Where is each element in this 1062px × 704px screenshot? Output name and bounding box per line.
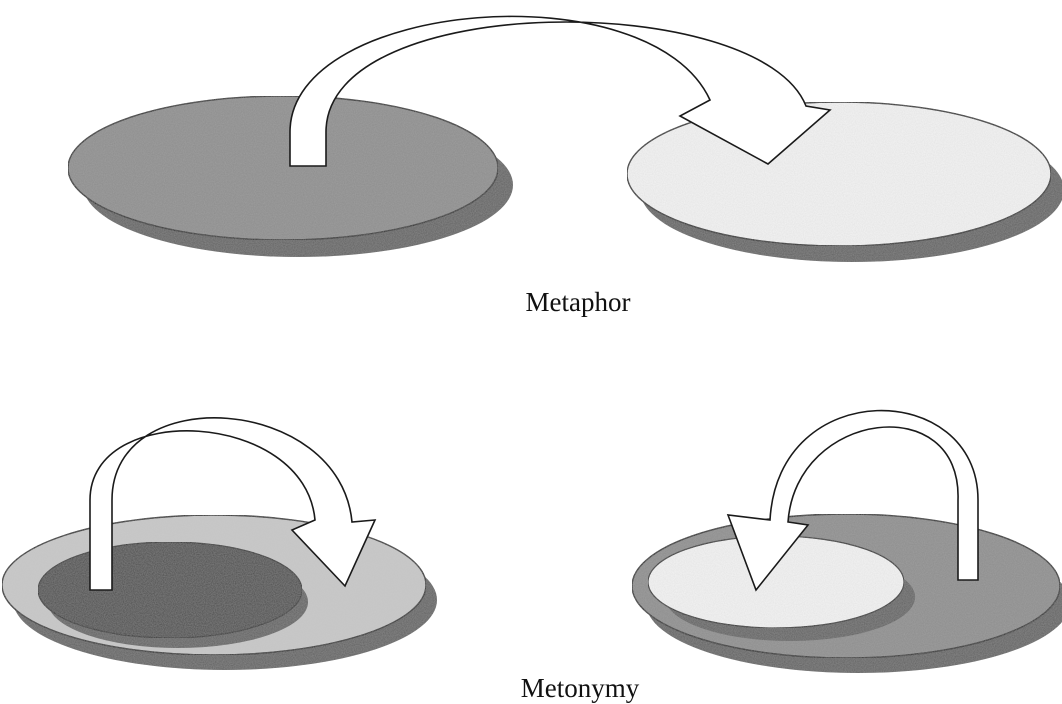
metaphor-target-domain <box>627 102 1062 262</box>
metaphor-source-disc <box>68 96 498 240</box>
metonymy-label: Metonymy <box>521 673 640 703</box>
metaphor-target-disc <box>627 102 1051 246</box>
metonymy-right-group <box>632 411 1062 673</box>
metonymy-left-inner-domain <box>38 542 302 638</box>
metaphor-label: Metaphor <box>526 287 631 317</box>
metonymy-left-group <box>2 418 437 670</box>
metaphor-group <box>68 16 1062 262</box>
